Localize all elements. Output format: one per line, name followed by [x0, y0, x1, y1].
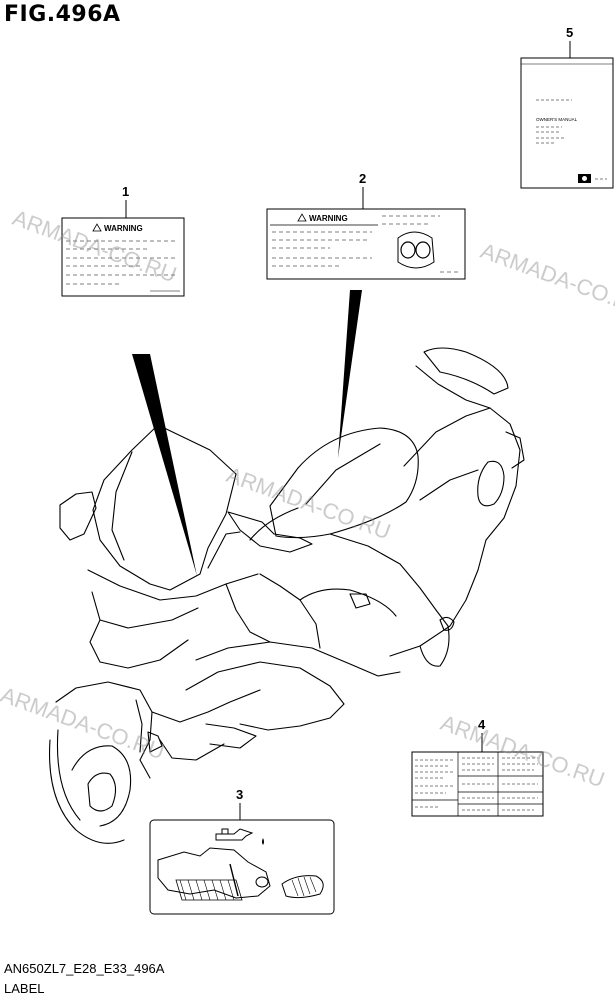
callout-3[interactable]: 3	[236, 787, 243, 820]
leader-wedges	[132, 290, 362, 576]
figure-title: FIG.496A	[4, 2, 121, 27]
callout-number: 5	[566, 25, 573, 40]
callout-number: 4	[478, 717, 486, 732]
oil-can-icon	[215, 828, 264, 845]
scooter-outline	[48, 347, 525, 844]
warning-triangle-icon	[297, 213, 307, 222]
callout-5[interactable]: 5	[566, 25, 573, 58]
callout-number: 2	[359, 171, 366, 186]
figure-code: AN650ZL7_E28_E33_496A	[4, 961, 165, 976]
instrument-panel-icon	[397, 231, 435, 269]
warning-label-2[interactable]: WARNING	[266, 208, 466, 280]
callout-1[interactable]: 1	[122, 184, 129, 218]
callout-number: 3	[236, 787, 243, 802]
warning-triangle-icon	[92, 223, 102, 232]
callout-number: 1	[122, 184, 129, 199]
manual-text: OWNER'S MANUAL	[536, 117, 578, 122]
warning-label-1[interactable]: WARNING	[61, 217, 185, 297]
manual-label-5[interactable]: OWNER'S MANUAL	[520, 57, 614, 189]
oil-label-3[interactable]	[149, 819, 335, 915]
warning-text: WARNING	[104, 224, 143, 233]
callout-2[interactable]: 2	[359, 171, 366, 209]
spec-table-label-4[interactable]	[411, 751, 544, 817]
callout-4[interactable]: 4	[478, 717, 486, 752]
figure-caption: LABEL	[4, 981, 45, 996]
warning-text: WARNING	[309, 214, 348, 223]
